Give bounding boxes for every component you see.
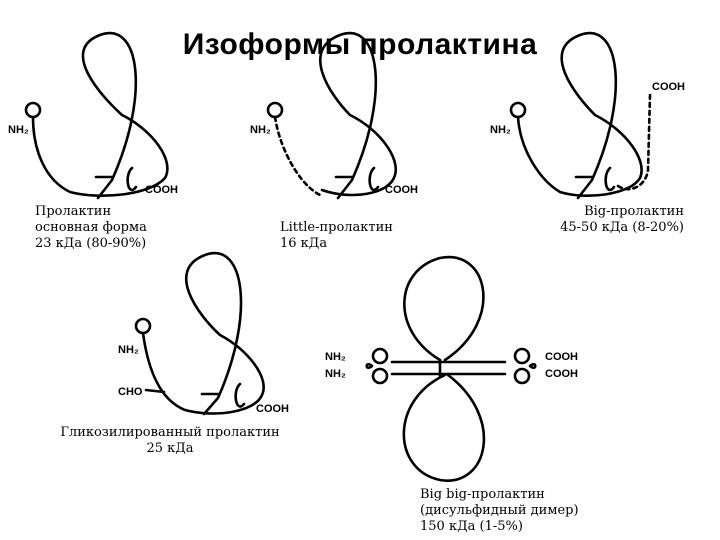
molecule-big-big-form: [365, 255, 537, 482]
cooh-label: COOH: [545, 368, 578, 380]
nh2-label: NH₂: [118, 344, 139, 356]
cooh-label: COOH: [256, 403, 289, 415]
cooh-label: COOH: [385, 184, 418, 196]
carbohydrate-link: [144, 388, 166, 394]
molecule-big-form: [509, 31, 652, 200]
caption-line: Little-пролактин: [280, 220, 393, 235]
caption-line: 16 кДа: [280, 236, 328, 251]
upper-loop: [403, 255, 485, 362]
cleaved-segment: [273, 115, 322, 197]
nh2-label: NH₂: [325, 351, 346, 363]
c-terminal-loop: [234, 382, 246, 408]
caption-glycosylated-form: Гликозилированный пролактин 25 кДа: [30, 425, 310, 457]
cooh-label: COOH: [652, 81, 685, 93]
right-loop-1: [513, 347, 531, 365]
nh2-label: NH₂: [250, 124, 271, 136]
caption-line: 150 кДа (1-5%): [420, 519, 523, 534]
nh2-label: NH₂: [8, 124, 29, 136]
right-loop-2: [513, 367, 531, 385]
caption-line: Гликозилированный пролактин: [60, 425, 280, 440]
main-chain: [31, 31, 169, 200]
caption-line: основная форма: [35, 220, 147, 235]
c-terminal-loop: [368, 166, 380, 191]
caption-line: (дисульфидный димер): [420, 503, 579, 518]
n-terminal-loop: [266, 101, 284, 119]
cooh-label: COOH: [545, 351, 578, 363]
cooh-label: COOH: [145, 184, 178, 196]
caption-line: 45-50 кДа (8-20%): [560, 220, 684, 235]
caption-line: Big big-пролактин: [420, 487, 545, 502]
left-loop-1: [371, 347, 389, 365]
c-terminal-loop: [126, 166, 138, 191]
nh2-label: NH₂: [325, 368, 346, 380]
page-title: Изоформы пролактина: [182, 28, 538, 61]
c-terminal-loop: [604, 166, 616, 191]
caption-little-form: Little-пролактин 16 кДа: [280, 220, 393, 252]
extended-tail: [616, 93, 652, 191]
n-terminal-loop: [24, 101, 42, 119]
caption-big-form: Big-пролактин 45-50 кДа (8-20%): [500, 204, 684, 236]
caption-line: 25 кДа: [146, 441, 194, 456]
lower-loop: [402, 373, 486, 482]
nh2-label: NH₂: [490, 124, 511, 136]
right-knot: [528, 363, 537, 369]
cho-label: CHO: [118, 386, 143, 398]
caption-line: 23 кДа (80-90%): [35, 236, 147, 251]
n-terminal-loop: [134, 317, 152, 335]
main-chain: [141, 251, 265, 416]
main-chain: [319, 31, 398, 200]
caption-line: Big-пролактин: [584, 204, 684, 219]
molecule-little-form: [266, 31, 398, 200]
n-terminal-loop: [509, 101, 527, 119]
caption-big-big-form: Big big-пролактин (дисульфидный димер) 1…: [420, 487, 579, 535]
left-loop-2: [371, 367, 389, 385]
main-chain: [516, 31, 643, 200]
molecule-glycosylated-form: [134, 251, 265, 416]
caption-main-form: Пролактин основная форма 23 кДа (80-90%): [35, 204, 147, 252]
left-knot: [365, 363, 374, 369]
caption-line: Пролактин: [35, 204, 112, 219]
molecule-main-form: [24, 31, 169, 200]
